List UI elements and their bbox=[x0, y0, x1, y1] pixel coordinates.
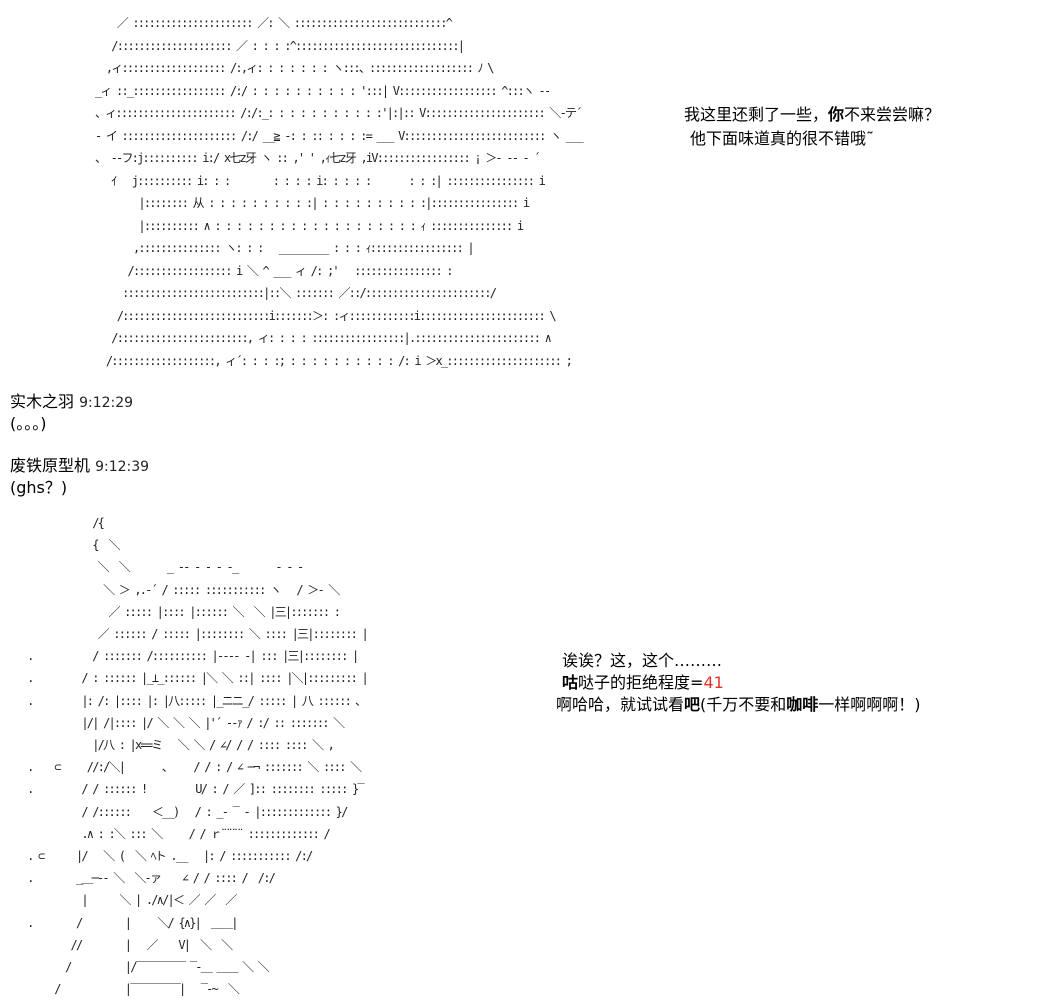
top-speech-line2: 他下面味道真的很不错哦˜ bbox=[690, 129, 875, 148]
ascii-art-top: ／ :::::::::::::::::::::: ／: ＼ ::::::::::… bbox=[95, 16, 584, 368]
chat-header-1: 实木之羽 9:12:29 bbox=[10, 391, 133, 414]
chat-timestamp: 9:12:39 bbox=[95, 459, 150, 475]
chat-message-2: (ghs？) bbox=[10, 478, 68, 497]
ascii-art-bottom: /{ { ＼ ＼ ＼ _ -‐ ‐ ‐ ‐ -_ ‐ ‐ - ＼ ＞ ,.‐´ … bbox=[27, 516, 369, 997]
chat-user-name: 实木之羽 bbox=[10, 392, 75, 411]
chat-message-1: (。。。) bbox=[10, 414, 47, 433]
bottom-speech-line3: 啊哈哈，就试试看吧(千万不要和咖啡一样啊啊啊！) bbox=[556, 695, 921, 714]
bottom-speech-line2: 咕哒子的拒绝程度=41 bbox=[562, 673, 724, 692]
chat-header-2: 废铁原型机 9:12:39 bbox=[10, 455, 149, 478]
top-speech-line1: 我这里还剩了一些，你不来尝尝嘛？ bbox=[684, 105, 941, 124]
chat-timestamp: 9:12:29 bbox=[79, 395, 134, 411]
chat-user-name: 废铁原型机 bbox=[10, 456, 91, 475]
refusal-value: 41 bbox=[703, 673, 724, 692]
bottom-speech-line1: 诶诶？这，这个……… bbox=[562, 651, 723, 670]
